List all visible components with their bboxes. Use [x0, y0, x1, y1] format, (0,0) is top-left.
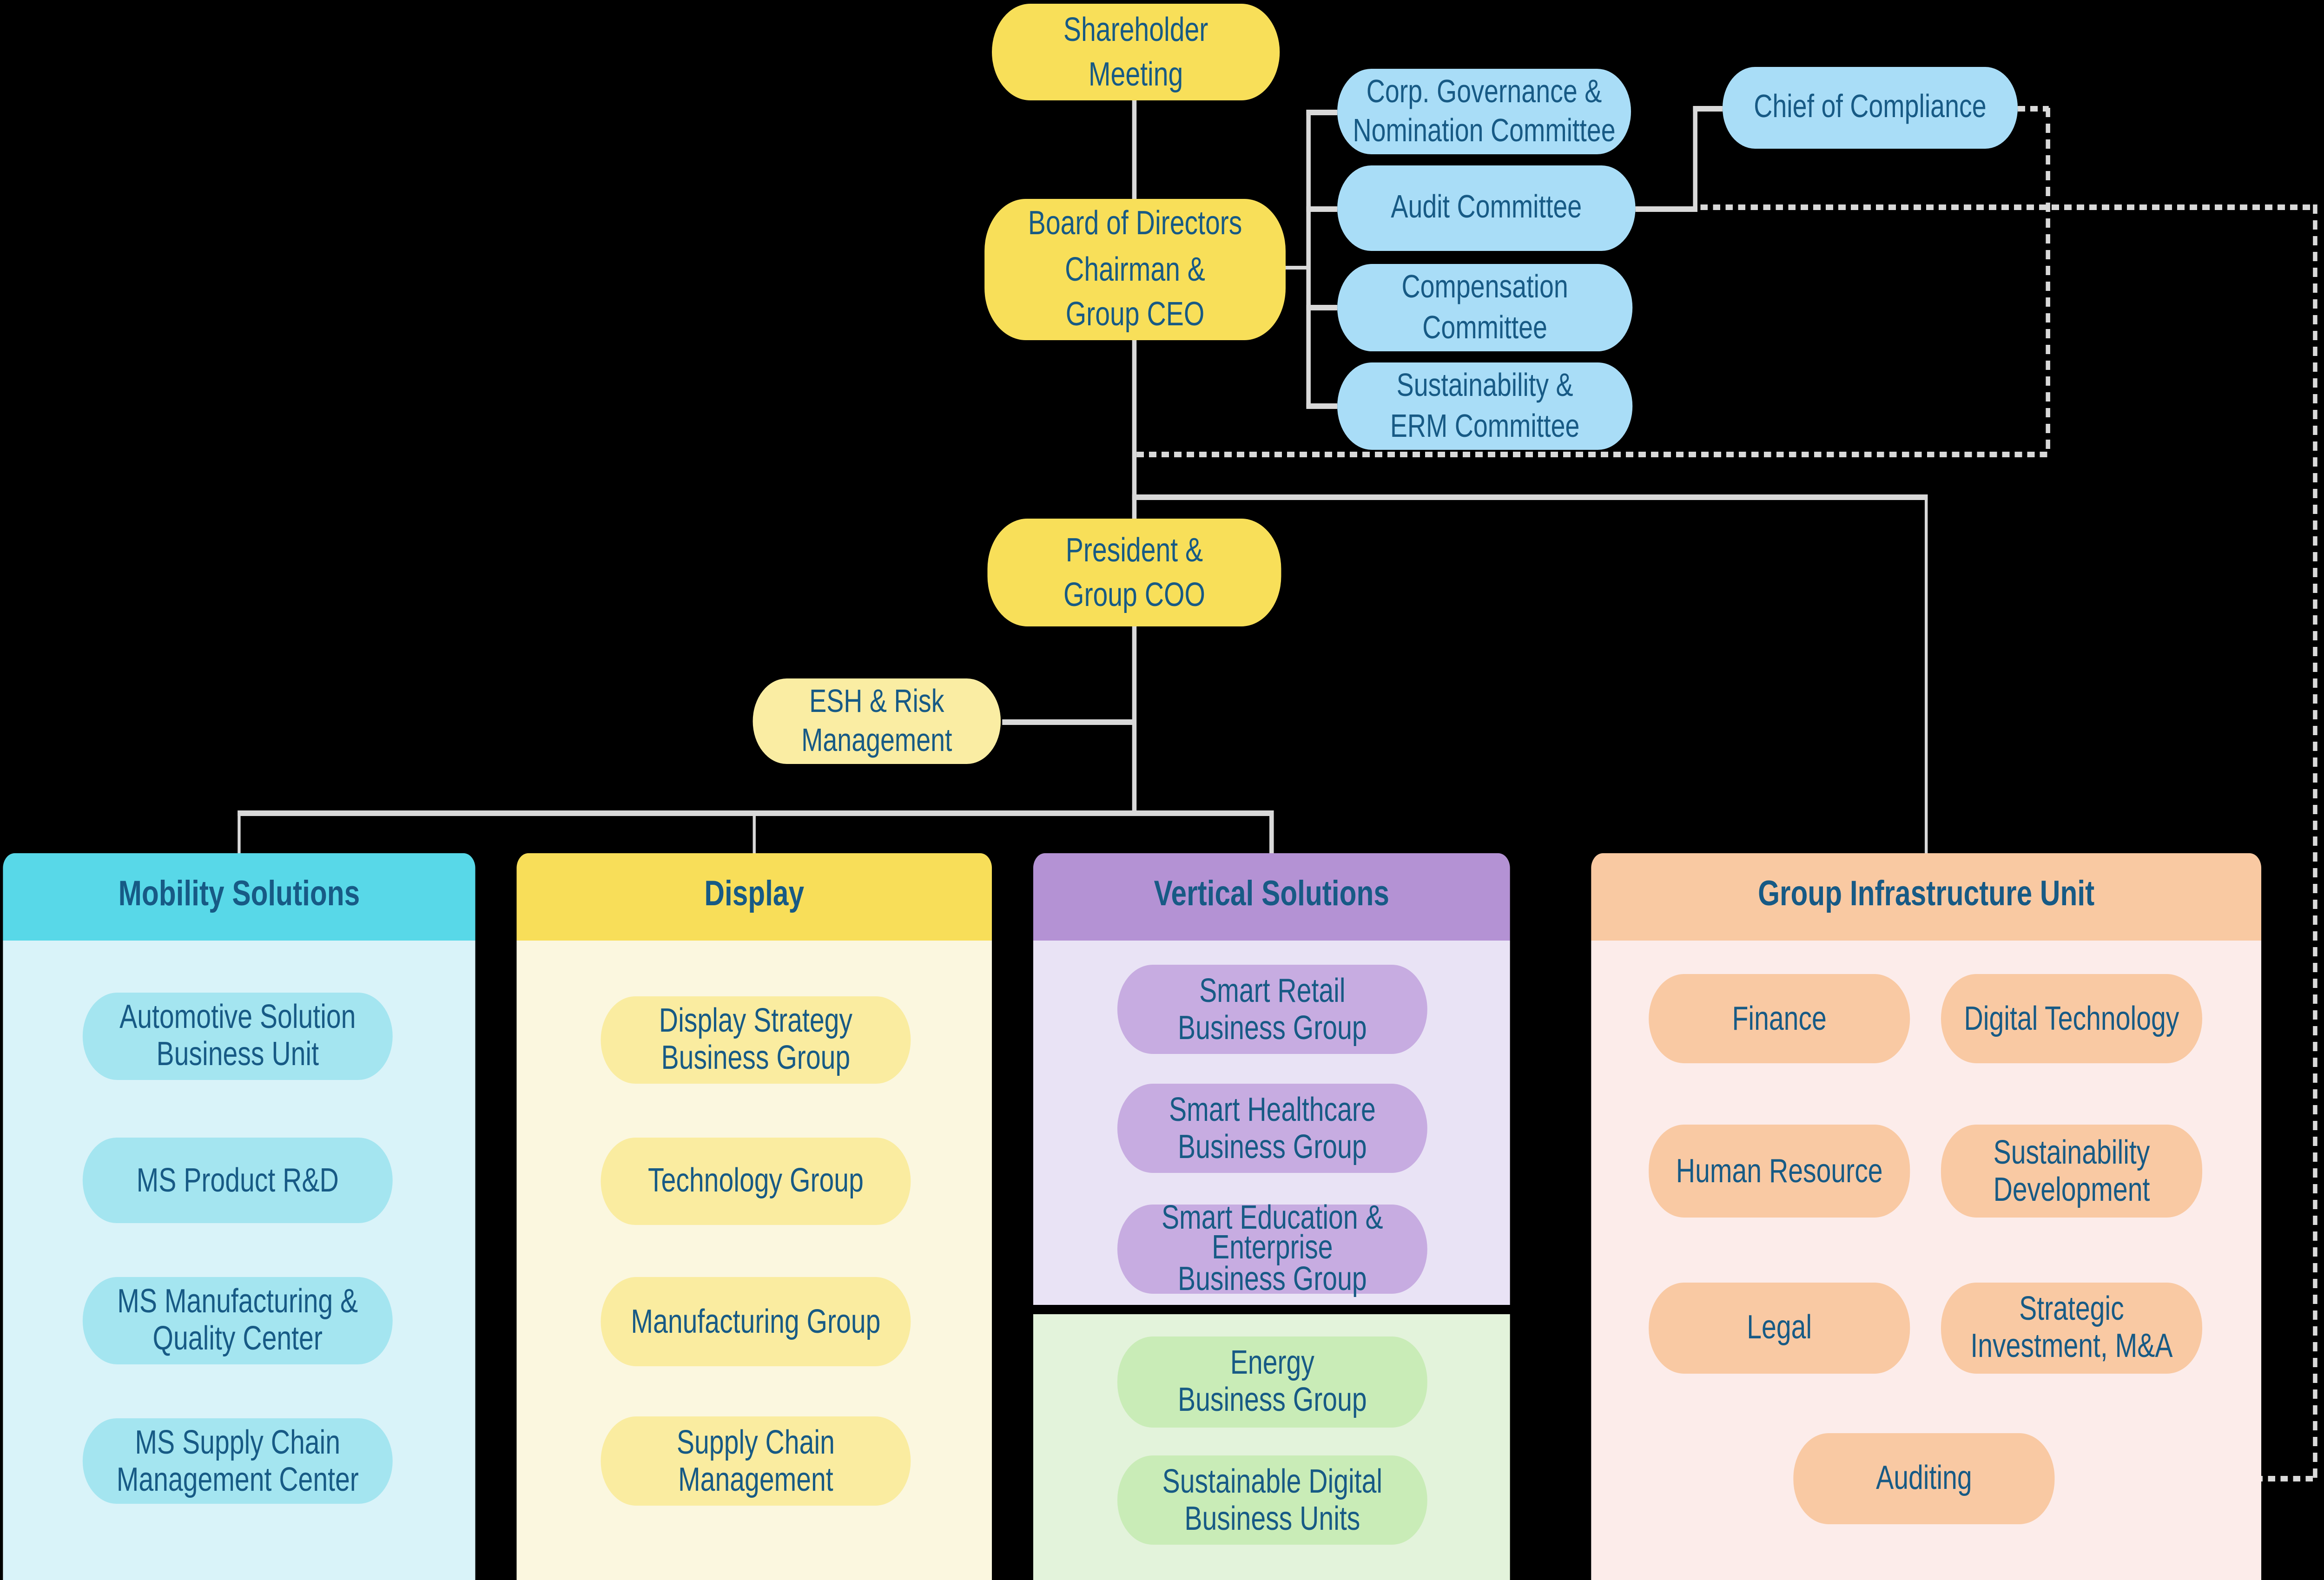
auditing-pill: Auditing	[1793, 1432, 2055, 1523]
dotted-board-coc-h	[1136, 451, 2049, 456]
connector-esh	[1002, 719, 1134, 724]
smart-education-pill: Smart Education & Enterprise Business Gr…	[1117, 1200, 1427, 1295]
energy-business-pill: Energy Business Group	[1117, 1336, 1427, 1427]
drop-display	[752, 810, 756, 853]
display-strategy-pill: Display Strategy Business Group	[601, 995, 911, 1083]
audit-committee-box: Audit Committee	[1337, 165, 1636, 251]
connector-audit-coc-v	[1693, 106, 1697, 211]
vertical-solutions-header: Vertical Solutions	[1033, 852, 1510, 941]
display-column: Display Display Strategy Business Group …	[516, 852, 992, 1580]
stub-compensation	[1306, 305, 1338, 309]
stub-corp-gov	[1306, 110, 1338, 114]
ms-product-rd-pill: MS Product R&D	[82, 1137, 393, 1222]
connector-board-president	[1132, 340, 1136, 519]
connector-audit-coc-h1	[1635, 206, 1697, 211]
human-resource-pill: Human Resource	[1649, 1124, 1910, 1217]
strategic-investment-pill: Strategic Investment, M&A	[1941, 1282, 2203, 1373]
stub-audit	[1306, 206, 1338, 211]
stub-sustainability	[1306, 403, 1338, 408]
smart-retail-pill: Smart Retail Business Group	[1117, 964, 1427, 1053]
dotted-coc-stub	[2018, 105, 2049, 111]
dotted-right-edge	[2312, 204, 2317, 1480]
connector-board-committees	[1282, 265, 1309, 270]
esh-risk-box: ESH & Risk Management	[753, 678, 1001, 764]
supply-chain-mgmt-pill: Supply Chain Management	[601, 1415, 911, 1505]
group-infrastructure-header: Group Infrastructure Unit	[1591, 852, 2262, 941]
automotive-solution-pill: Automotive Solution Business Unit	[82, 992, 393, 1079]
sustainability-development-pill: Sustainability Development	[1941, 1124, 2203, 1217]
sustainability-erm-committee-box: Sustainability & ERM Committee	[1337, 362, 1633, 450]
sustainable-digital-pill: Sustainable Digital Business Units	[1117, 1455, 1427, 1544]
board-box: Board of Directors Chairman & Group CEO	[984, 199, 1286, 340]
display-header: Display	[516, 852, 992, 941]
digital-technology-pill: Digital Technology	[1941, 973, 2203, 1062]
chief-of-compliance-box: Chief of Compliance	[1722, 67, 2018, 149]
drop-vertical	[1269, 810, 1274, 853]
vertical-solutions-column: Vertical Solutions Smart Retail Business…	[1033, 852, 1510, 1580]
corp-governance-committee-box: Corp. Governance & Nomination Committee	[1337, 69, 1631, 154]
president-box: President & Group COO	[987, 519, 1281, 626]
connector-shareholder-board	[1132, 100, 1136, 199]
group-infrastructure-column: Group Infrastructure Unit Finance Digita…	[1591, 852, 2262, 1580]
committee-trunk	[1306, 110, 1310, 407]
shareholder-meeting-box: Shareholder Meeting	[992, 4, 1280, 100]
drop-mobility	[237, 810, 241, 853]
manufacturing-group-pill: Manufacturing Group	[601, 1276, 911, 1365]
connector-president-down	[1132, 626, 1136, 812]
ms-manufacturing-pill: MS Manufacturing & Quality Center	[82, 1276, 393, 1363]
infra-branch-h	[1132, 494, 1928, 499]
dotted-audit-right	[1700, 204, 2316, 210]
infra-branch-v	[1924, 494, 1928, 853]
mobility-solutions-header: Mobility Solutions	[3, 852, 475, 941]
finance-pill: Finance	[1649, 973, 1910, 1062]
dotted-board-coc-v	[2045, 108, 2050, 455]
ms-supply-chain-pill: MS Supply Chain Management Center	[82, 1417, 393, 1503]
mobility-solutions-column: Mobility Solutions Automotive Solution B…	[3, 852, 475, 1580]
compensation-committee-box: Compensation Committee	[1337, 264, 1633, 351]
legal-pill: Legal	[1649, 1282, 1910, 1373]
technology-group-pill: Technology Group	[601, 1137, 911, 1224]
smart-healthcare-pill: Smart Healthcare Business Group	[1117, 1083, 1427, 1172]
connector-audit-coc-h2	[1693, 106, 1723, 111]
